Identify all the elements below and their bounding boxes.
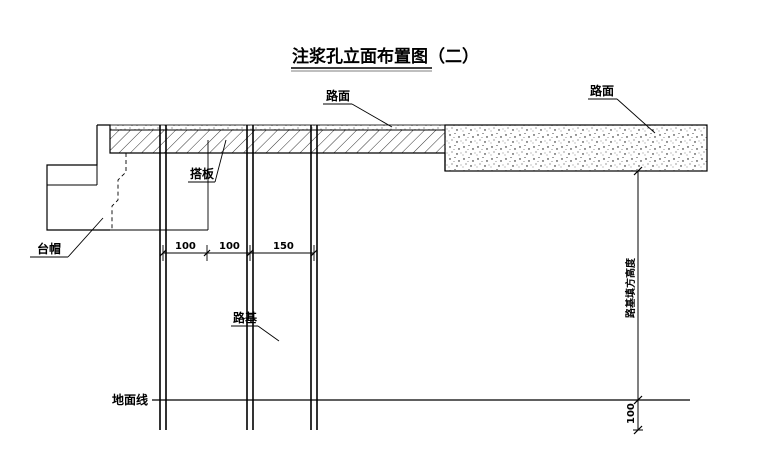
pavement-block-right: [444, 124, 708, 172]
road-surface-right-label: 路面: [590, 83, 614, 98]
bottom-dimension-label: 100: [626, 403, 637, 424]
ground-line-label: 地面线: [112, 392, 148, 407]
abutment-cap-label: 台帽: [37, 241, 61, 256]
grout-hole-2: [246, 125, 254, 430]
spacing-slash-d: [310, 249, 318, 257]
approach-slab-leader: [214, 139, 227, 183]
subgrade-label: 路基: [233, 310, 258, 325]
subgrade-leader: [257, 325, 280, 342]
approach-slab-label: 搭板: [190, 166, 215, 181]
road-surface-right-leader: [616, 98, 656, 134]
road-surface-left-label: 路面: [326, 88, 350, 103]
drawing-title: 注浆孔立面布置图（二）: [292, 46, 479, 67]
grout-hole-1: [159, 125, 167, 430]
abutment-back-wall: [46, 125, 110, 231]
abutment-hidden-line: [111, 152, 127, 230]
fill-height-slash-top: [633, 166, 643, 176]
abutment-outline: [97, 124, 446, 171]
spacing-label-2: 100: [219, 241, 240, 252]
spacing-slash-a: [159, 249, 167, 257]
spacing-slash-c: [246, 249, 254, 257]
spacing-label-3: 150: [273, 241, 294, 252]
fill-height-slash-ground: [633, 395, 643, 405]
grout-hole-3: [310, 125, 318, 430]
abutment-cap-leader: [67, 217, 104, 258]
fill-height-label: 路基填方高度: [624, 257, 637, 318]
spacing-label-1: 100: [175, 241, 196, 252]
fill-height-slash-bottom: [633, 425, 643, 435]
road-surface-left-leader: [351, 103, 393, 128]
spacing-slash-b: [203, 249, 211, 257]
